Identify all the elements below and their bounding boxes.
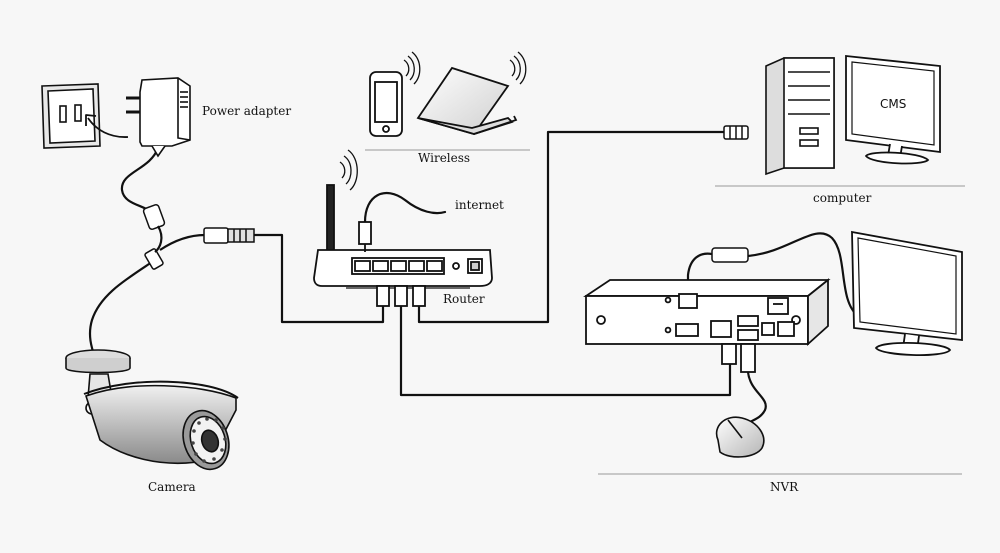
nvr-monitor-cable-2 <box>746 232 860 318</box>
nvr-monitor-cable <box>686 252 714 298</box>
camera-label: Camera <box>148 480 196 494</box>
nvr-monitor-icon <box>851 230 963 356</box>
plug-arrow-icon <box>85 114 129 138</box>
vga-connector-icon <box>711 247 749 263</box>
cms-label: CMS <box>880 97 907 111</box>
router-icon <box>313 149 493 307</box>
router-label: Router <box>443 292 485 306</box>
router-computer-cable <box>417 130 727 324</box>
camera-split-cables <box>154 225 206 253</box>
nvr-box-icon <box>583 278 831 373</box>
adapter-cable <box>120 146 160 214</box>
mouse-icon <box>715 416 765 458</box>
camera-router-cable <box>253 233 385 324</box>
pc-tower-icon <box>765 57 835 176</box>
router-nvr-cable <box>399 304 732 397</box>
camera-icon <box>65 349 239 471</box>
nvr-mouse-cable <box>746 370 767 426</box>
laptop-icon <box>416 51 527 136</box>
power-adapter-label: Power adapter <box>202 104 292 118</box>
dc-connector-icon <box>142 204 166 270</box>
cms-monitor-icon <box>845 54 941 165</box>
wireless-label: Wireless <box>418 151 471 165</box>
smartphone-icon <box>369 51 421 137</box>
cables <box>88 130 860 426</box>
nvr-label: NVR <box>770 480 799 494</box>
power-adapter-icon <box>126 77 191 158</box>
rj45-connector-icon <box>203 227 255 244</box>
wall-socket-icon <box>41 83 101 149</box>
internet-cable <box>363 191 447 224</box>
computer-label: computer <box>813 191 872 205</box>
ethernet-plug-icon <box>723 125 749 140</box>
internet-label: internet <box>455 198 504 212</box>
